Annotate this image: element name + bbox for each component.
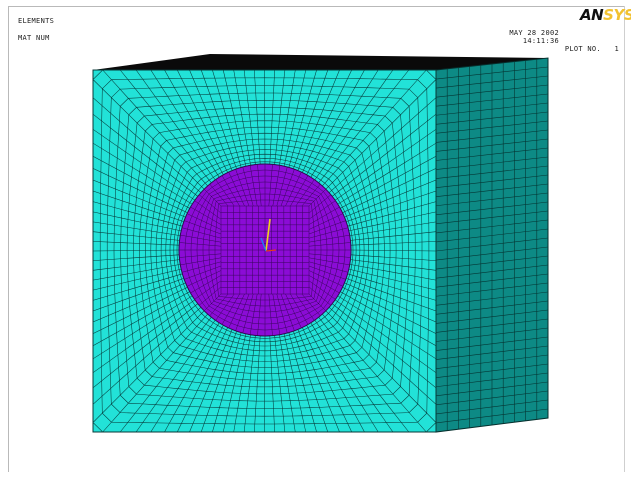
window-border-right bbox=[624, 6, 625, 472]
triad-x-axis bbox=[265, 249, 277, 252]
inclusion-mesh bbox=[178, 163, 352, 337]
ansys-logo-icon: ANSYS bbox=[580, 7, 631, 23]
meshed-block bbox=[92, 54, 549, 433]
plot-time: 14:11:36 bbox=[522, 37, 559, 45]
triad-z-axis bbox=[265, 218, 271, 252]
plot-number: PLOT NO. 1 bbox=[564, 45, 619, 53]
triad-y-axis bbox=[260, 237, 267, 252]
window-border-left bbox=[8, 6, 9, 472]
window-border-top bbox=[8, 6, 624, 7]
logo-text-dark: AN bbox=[580, 6, 604, 24]
front-face-mesh bbox=[92, 69, 437, 433]
block-top-face bbox=[93, 54, 548, 70]
coordinate-triad-icon bbox=[260, 218, 277, 252]
logo-text-accent: SYS bbox=[603, 6, 631, 24]
side-face-mesh bbox=[435, 59, 549, 431]
display-mode-label: MAT NUM bbox=[18, 34, 50, 42]
plot-type-label: ELEMENTS bbox=[18, 17, 55, 25]
plot-date: MAY 28 2002 bbox=[509, 29, 559, 37]
